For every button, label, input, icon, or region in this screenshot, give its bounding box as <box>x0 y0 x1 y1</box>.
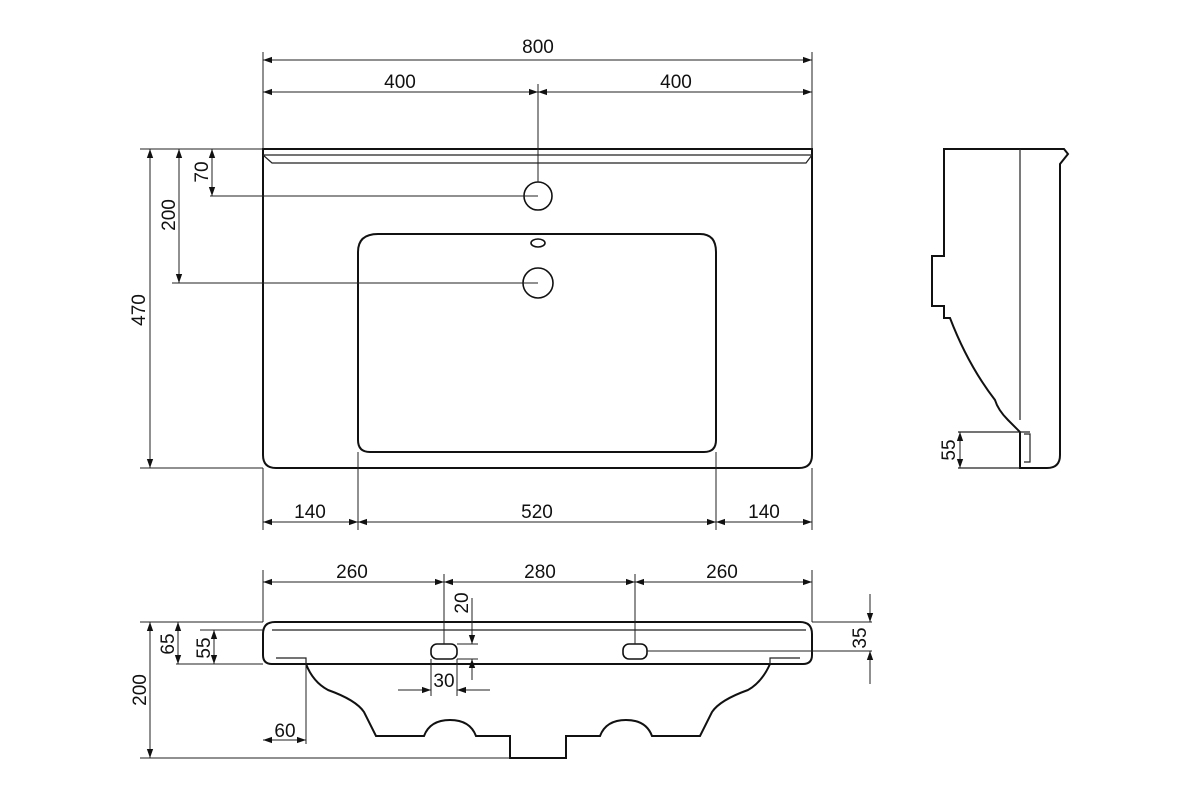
top-view: 800 400 400 470 200 70 140 520 140 <box>129 37 813 530</box>
dim-left-span: 260 <box>336 562 368 583</box>
dim-foot-height: 55 <box>939 439 960 460</box>
back-ledge-bevel <box>262 154 813 164</box>
dim-right-span: 260 <box>706 562 738 583</box>
overflow-hole <box>530 238 546 248</box>
side-view: 55 <box>931 148 1070 469</box>
dim-hole-width: 30 <box>433 671 454 692</box>
dim-hole-height: 55 <box>194 637 215 658</box>
front-view: 260 280 260 20 30 65 55 200 35 60 <box>130 562 874 759</box>
dim-rim-height: 65 <box>158 633 179 654</box>
right-foot-pad <box>769 657 800 664</box>
dim-bowl-width: 520 <box>521 502 553 523</box>
basin-outline <box>262 148 813 469</box>
dim-margin-right: 140 <box>748 502 780 523</box>
dim-drain-offset: 200 <box>159 199 180 231</box>
dim-hole-top: 20 <box>452 592 473 613</box>
dim-margin-left: 140 <box>294 502 326 523</box>
dim-overall-width: 800 <box>522 37 554 58</box>
dim-right-hole: 35 <box>850 627 871 648</box>
dim-overall-depth: 470 <box>129 294 150 326</box>
dim-center-span: 280 <box>524 562 556 583</box>
left-overflow-slot <box>430 643 458 660</box>
right-overflow-slot <box>622 643 648 660</box>
bowl-outline <box>357 233 717 453</box>
dim-half-left: 400 <box>384 72 416 93</box>
dim-leg-offset: 60 <box>274 721 295 742</box>
dim-total-height: 200 <box>130 674 151 706</box>
side-profile-outline <box>931 148 1070 469</box>
dim-tap-offset: 70 <box>192 161 213 182</box>
front-underside <box>305 663 771 759</box>
left-foot-pad <box>276 657 307 664</box>
side-foot-slot <box>1024 433 1031 463</box>
front-rim-outline <box>262 621 813 665</box>
dim-half-right: 400 <box>660 72 692 93</box>
